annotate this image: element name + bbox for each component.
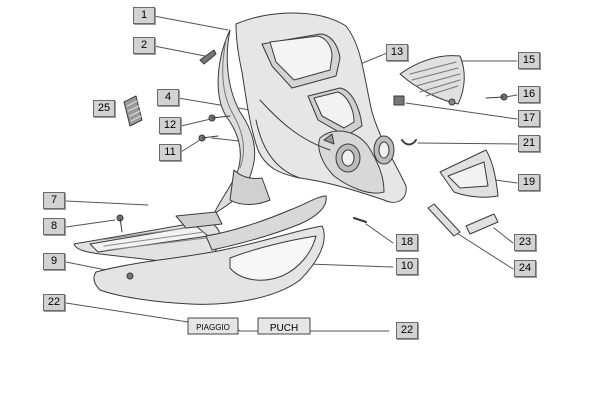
callout-8: 8 <box>43 218 65 235</box>
callout-17: 17 <box>518 110 540 127</box>
callout-23: 23 <box>514 234 536 251</box>
callout-24: 24 <box>514 260 536 277</box>
callout-7: 7 <box>43 192 65 209</box>
frame-leg-shield <box>213 29 271 215</box>
bottom-cover <box>93 225 325 305</box>
callout-4: 4 <box>157 89 179 106</box>
callout-25: 25 <box>93 100 115 117</box>
legshield-lower <box>205 195 327 251</box>
badge-piaggio-text: PIAGGIO <box>196 323 230 332</box>
badge-piaggio: PIAGGIO <box>187 317 239 335</box>
rear-grille <box>399 55 465 106</box>
badge-puch-text: PUCH <box>270 323 298 334</box>
rods <box>427 203 499 237</box>
callout-22-left: 22 <box>43 294 65 311</box>
callout-16: 16 <box>518 86 540 103</box>
clip-17 <box>393 95 405 106</box>
callout-13: 13 <box>386 44 408 61</box>
callout-11: 11 <box>159 144 181 161</box>
screws <box>116 49 508 280</box>
front-shield <box>235 12 407 203</box>
vent-25 <box>123 95 143 127</box>
callout-10: 10 <box>396 258 418 275</box>
badge-puch: PUCH <box>257 317 311 335</box>
footrest-panel <box>73 211 223 263</box>
callout-15: 15 <box>518 52 540 69</box>
callout-1: 1 <box>133 7 155 24</box>
callout-18: 18 <box>396 234 418 251</box>
callout-22-right: 22 <box>396 322 418 339</box>
callout-12: 12 <box>159 117 181 134</box>
callout-9: 9 <box>43 253 65 270</box>
glove-tray <box>439 149 499 198</box>
callout-21: 21 <box>518 135 540 152</box>
clip-21 <box>401 139 417 146</box>
callout-2: 2 <box>133 37 155 54</box>
callout-19: 19 <box>518 174 540 191</box>
